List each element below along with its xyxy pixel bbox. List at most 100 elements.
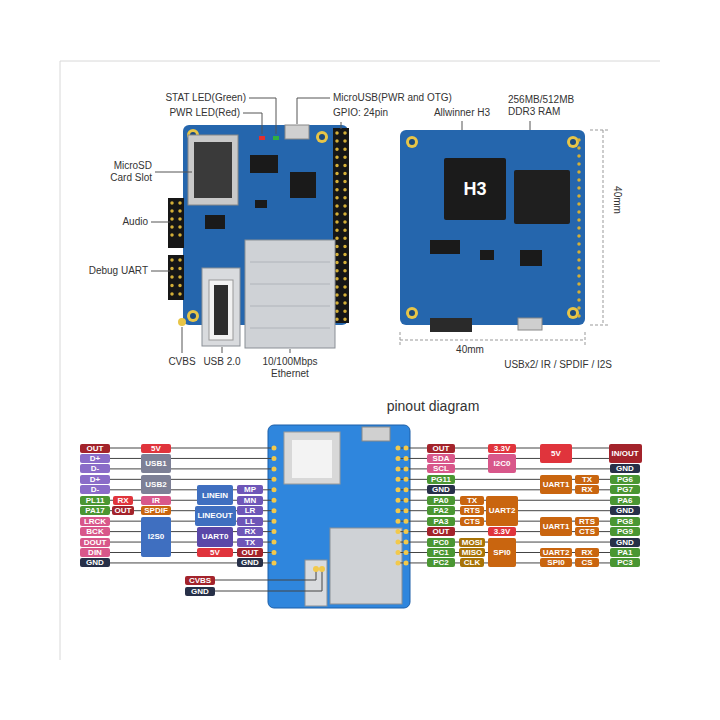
pin-label: 3.3V bbox=[488, 527, 516, 536]
callout-label: GPIO: 24pin bbox=[333, 107, 388, 119]
pin-name: UART0 bbox=[202, 532, 229, 541]
board-top-photo bbox=[187, 310, 199, 322]
pin-label: TX bbox=[575, 475, 599, 484]
pin-name: GND bbox=[616, 464, 634, 473]
pin-label: 3.3V bbox=[488, 444, 516, 453]
pin-name: PG6 bbox=[617, 475, 633, 484]
board-top-photo bbox=[255, 200, 267, 208]
pin-label: IR bbox=[141, 496, 171, 505]
pin-name: IN/OUT bbox=[611, 449, 638, 458]
board-pinout bbox=[330, 528, 402, 604]
pin-name: SPDIF bbox=[144, 506, 168, 515]
pin-name: USB2 bbox=[145, 480, 166, 489]
pin-label: SCL bbox=[427, 464, 455, 473]
dimension-line bbox=[590, 130, 608, 325]
pin-name: D- bbox=[91, 485, 99, 494]
pin-name: CTS bbox=[464, 517, 480, 526]
pin-name: CS bbox=[581, 558, 592, 567]
pin-name: PG8 bbox=[617, 517, 633, 526]
pin-wire bbox=[398, 448, 640, 563]
pin-name: OUT bbox=[433, 444, 450, 453]
pin-label: CVBS bbox=[185, 576, 215, 585]
pin-name: CLK bbox=[464, 558, 480, 567]
board-top-photo bbox=[190, 313, 196, 319]
pin-name: RX bbox=[244, 527, 255, 536]
pin-name: UART1 bbox=[543, 522, 570, 531]
pin-name: GND bbox=[616, 538, 634, 547]
pin-name: PC1 bbox=[433, 548, 449, 557]
board-top-photo bbox=[214, 285, 228, 335]
pin-label: OUT bbox=[80, 444, 110, 453]
chip-marking: H3 bbox=[463, 179, 486, 199]
pin-name: PC3 bbox=[617, 558, 633, 567]
pin-name: PA17 bbox=[85, 506, 104, 515]
pin-name: BCK bbox=[86, 527, 103, 536]
board-top-photo bbox=[202, 268, 240, 346]
pin-name: TX bbox=[467, 496, 477, 505]
board-bottom-photo bbox=[406, 307, 418, 319]
board-bottom-photo bbox=[518, 318, 542, 330]
callout-label: Audio bbox=[122, 216, 148, 228]
board-top-photo bbox=[259, 136, 265, 140]
pin-label: PA17 bbox=[80, 506, 110, 515]
board-bottom-photo bbox=[406, 136, 418, 148]
pin-name: D- bbox=[91, 464, 99, 473]
pin-name: SCL bbox=[433, 464, 449, 473]
board-bottom-photo bbox=[514, 170, 570, 224]
board-top-photo bbox=[273, 136, 279, 140]
pin-label: LR bbox=[237, 506, 263, 515]
leader-line bbox=[290, 349, 291, 353]
pin-label: PG6 bbox=[610, 475, 640, 484]
pin-name: CTS bbox=[579, 527, 595, 536]
pin-label: RX bbox=[237, 527, 263, 536]
board-top-photo bbox=[245, 240, 335, 348]
board-top-photo bbox=[168, 198, 184, 248]
callout-label: USB 2.0 bbox=[203, 356, 240, 368]
pin-label: PA1 bbox=[610, 548, 640, 557]
pin-name: PL11 bbox=[86, 496, 105, 505]
board-top-photo bbox=[178, 318, 186, 326]
board-top-photo bbox=[319, 134, 325, 140]
pin-label: UART2 bbox=[540, 548, 572, 557]
board-bottom-photo bbox=[577, 140, 581, 318]
pin-name: I2C0 bbox=[494, 459, 511, 468]
board-bottom-photo bbox=[567, 136, 579, 148]
pin-label: LINEOUT bbox=[195, 506, 236, 525]
board-pinout bbox=[268, 425, 410, 608]
pin-name: LR bbox=[245, 506, 256, 515]
pin-label: OUT bbox=[112, 506, 134, 515]
pin-label: MN bbox=[237, 496, 263, 505]
pin-label: GND bbox=[610, 538, 640, 547]
pin-label: CTS bbox=[575, 527, 599, 536]
pin-name: MN bbox=[244, 496, 256, 505]
board-bottom-photo bbox=[570, 310, 576, 316]
board-bottom-photo bbox=[520, 250, 542, 266]
pin-name: LINEOUT bbox=[197, 511, 232, 520]
pin-label: PL11 bbox=[80, 496, 110, 505]
pin-name: 5V bbox=[151, 444, 161, 453]
callout-label: USBx2/ IR / SPDIF / I2S bbox=[504, 359, 612, 371]
pin-label: PA2 bbox=[427, 506, 455, 515]
pin-label: PC3 bbox=[610, 558, 640, 567]
pin-label: MISO bbox=[459, 548, 485, 557]
pin-label: PA0 bbox=[427, 496, 455, 505]
pin-name: UART2 bbox=[543, 548, 570, 557]
board-pinout bbox=[292, 440, 332, 478]
board-top-photo bbox=[168, 255, 184, 300]
pin-label: RTS bbox=[575, 517, 599, 526]
pin-name: 3.3V bbox=[494, 444, 510, 453]
pin-name: PA2 bbox=[434, 506, 449, 515]
leader-line bbox=[151, 222, 170, 223]
pin-label: UART1 bbox=[540, 517, 572, 536]
pin-label: GND bbox=[610, 464, 640, 473]
leader-line bbox=[151, 271, 170, 272]
pin-name: USB1 bbox=[145, 459, 166, 468]
pin-label: UART1 bbox=[540, 475, 572, 494]
leader-line bbox=[341, 122, 342, 129]
pin-name: GND bbox=[191, 587, 209, 596]
pin-name: TX bbox=[582, 475, 592, 484]
pin-name: RX bbox=[581, 485, 592, 494]
pin-name: PA0 bbox=[434, 496, 449, 505]
pin-name: RTS bbox=[464, 506, 480, 515]
